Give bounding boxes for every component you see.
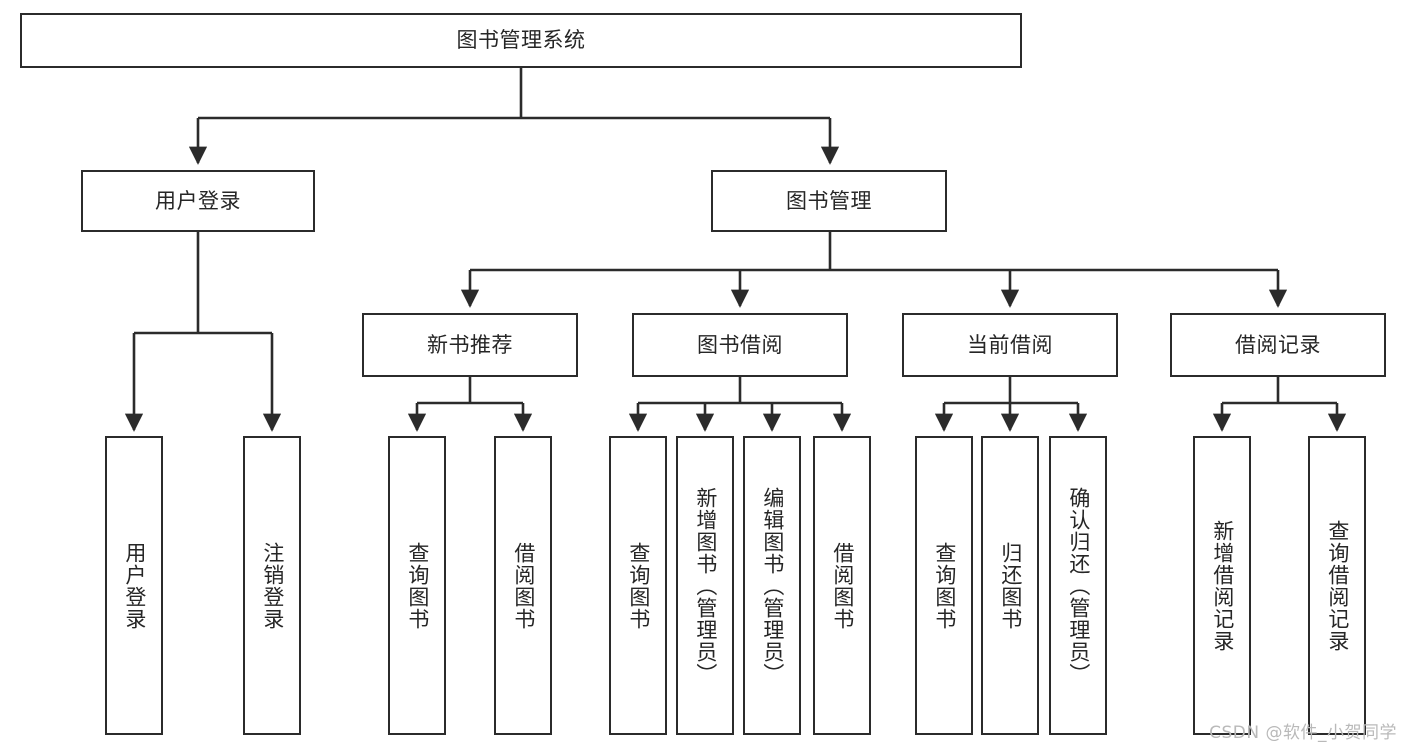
node-book-borrow-label: 图书借阅 — [697, 332, 783, 357]
node-leaf-confirm-return[interactable]: 确认归还（管理员） — [1049, 436, 1107, 735]
node-borrow-record[interactable]: 借阅记录 — [1170, 313, 1386, 377]
node-book-borrow[interactable]: 图书借阅 — [632, 313, 848, 377]
node-leaf-borrow-book-2[interactable]: 借阅图书 — [813, 436, 871, 735]
watermark: CSDN @软件_小贺同学 — [1209, 723, 1397, 743]
node-leaf-query-book-3[interactable]: 查询图书 — [915, 436, 973, 735]
node-leaf-edit-book[interactable]: 编辑图书（管理员） — [743, 436, 801, 735]
node-leaf-add-book[interactable]: 新增图书（管理员） — [676, 436, 734, 735]
node-book-management[interactable]: 图书管理 — [711, 170, 947, 232]
node-borrow-record-label: 借阅记录 — [1235, 332, 1321, 357]
node-root-label: 图书管理系统 — [456, 28, 586, 53]
node-leaf-borrow-book-1-label: 借阅图书 — [511, 541, 536, 630]
node-leaf-borrow-book-2-label: 借阅图书 — [830, 541, 855, 630]
node-current-borrow-label: 当前借阅 — [967, 332, 1053, 357]
node-leaf-query-record-label: 查询借阅记录 — [1325, 519, 1350, 652]
node-leaf-query-book-2[interactable]: 查询图书 — [609, 436, 667, 735]
node-leaf-return-book-label: 归还图书 — [998, 541, 1023, 630]
node-leaf-user-login-label: 用户登录 — [122, 541, 147, 630]
node-new-book-recommend-label: 新书推荐 — [427, 332, 513, 357]
node-root[interactable]: 图书管理系统 — [20, 13, 1022, 68]
node-new-book-recommend[interactable]: 新书推荐 — [362, 313, 578, 377]
node-leaf-borrow-book-1[interactable]: 借阅图书 — [494, 436, 552, 735]
node-current-borrow[interactable]: 当前借阅 — [902, 313, 1118, 377]
node-leaf-add-record-label: 新增借阅记录 — [1210, 519, 1235, 652]
node-book-management-label: 图书管理 — [786, 188, 872, 213]
node-leaf-add-record[interactable]: 新增借阅记录 — [1193, 436, 1251, 735]
node-leaf-edit-book-label: 编辑图书（管理员） — [760, 486, 785, 685]
node-leaf-query-book-1-label: 查询图书 — [405, 541, 430, 630]
node-leaf-query-record[interactable]: 查询借阅记录 — [1308, 436, 1366, 735]
node-leaf-logout-label: 注销登录 — [260, 541, 285, 630]
node-leaf-query-book-3-label: 查询图书 — [932, 541, 957, 630]
node-leaf-user-login[interactable]: 用户登录 — [105, 436, 163, 735]
node-leaf-query-book-1[interactable]: 查询图书 — [388, 436, 446, 735]
node-leaf-logout[interactable]: 注销登录 — [243, 436, 301, 735]
node-leaf-query-book-2-label: 查询图书 — [626, 541, 651, 630]
node-user-login[interactable]: 用户登录 — [81, 170, 315, 232]
node-leaf-confirm-return-label: 确认归还（管理员） — [1066, 486, 1091, 685]
node-user-login-label: 用户登录 — [155, 188, 241, 213]
node-leaf-return-book[interactable]: 归还图书 — [981, 436, 1039, 735]
node-leaf-add-book-label: 新增图书（管理员） — [693, 486, 718, 685]
